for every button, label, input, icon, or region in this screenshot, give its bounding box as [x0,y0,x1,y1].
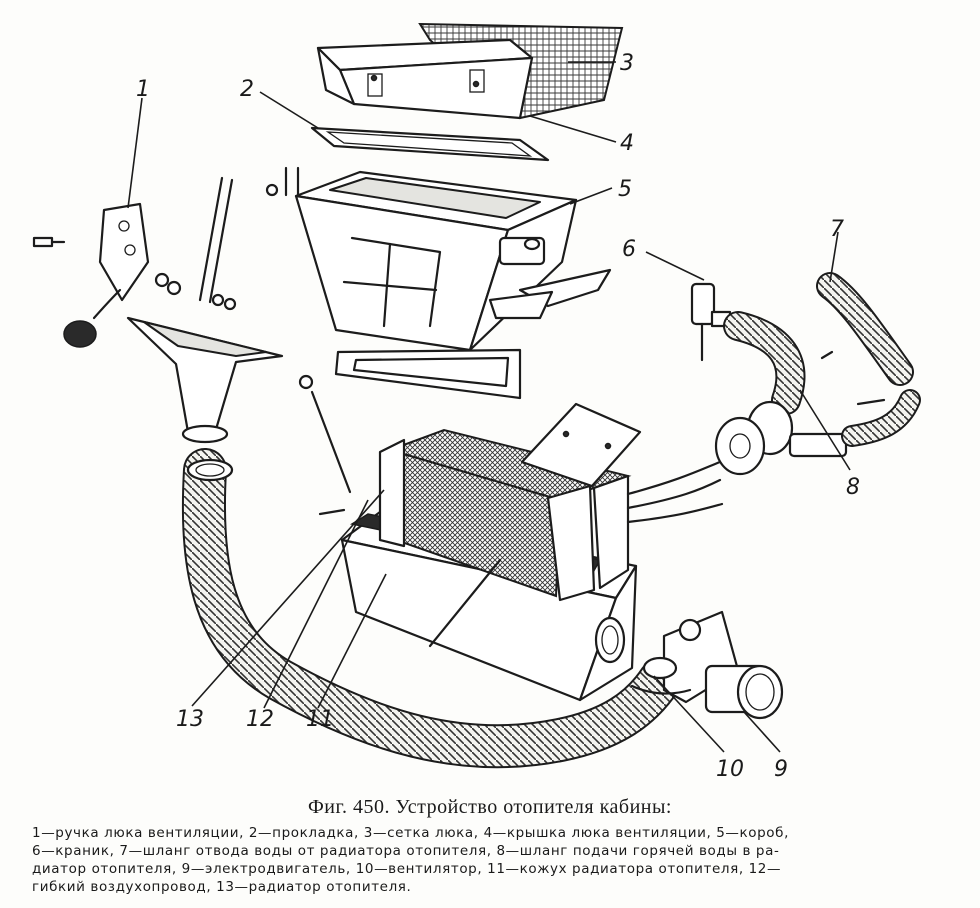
callout-3: 3 [620,51,634,76]
box-bolts [265,166,300,197]
radiator-top-plate [520,402,642,488]
callout-13: 13 [176,707,204,732]
heater-exploded-drawing: 1 2 3 4 5 6 7 8 9 10 11 12 13 [32,22,921,782]
part-13-radiator [378,428,724,602]
part-8-hot-water-hose [714,311,921,476]
electric-leads [298,374,502,648]
part-6-faucet [690,282,732,362]
callout-9: 9 [774,757,788,782]
callout-4: 4 [620,131,634,156]
part-2-gasket [310,126,550,162]
callout-1: 1 [136,77,150,102]
legend-line: гибкий воздухопровод, 13—радиатор отопит… [32,879,412,895]
figure-caption-title: Фиг. 450. Устройство отопителя кабины: [308,796,672,818]
part-1-vent-handle [32,176,237,348]
callout-2: 2 [240,77,254,102]
callout-11: 11 [306,707,334,732]
callout-10: 10 [716,757,744,782]
legend-line: диатор отопителя, 9—электродвигатель, 10… [32,861,782,877]
part-7-water-drain-hose [816,272,914,406]
figure-caption-legend: 1—ручка люка вентиляции, 2—прокладка, 3—… [32,824,947,896]
callout-12: 12 [246,707,274,732]
part-5-box [294,170,612,400]
part-4-hatch-cover [316,38,534,120]
callout-8: 8 [846,475,860,500]
callout-leaders [127,61,851,753]
part-9-electric-motor [704,664,784,720]
callout-7: 7 [830,217,844,242]
legend-line: 6—краник, 7—шланг отвода воды от радиато… [32,843,780,859]
callout-5: 5 [618,177,632,202]
legend-line: 1—ручка люка вентиляции, 2—прокладка, 3—… [32,825,789,841]
callout-6: 6 [622,237,636,262]
air-funnel [126,316,284,444]
part-12-flexible-duct [181,448,682,769]
